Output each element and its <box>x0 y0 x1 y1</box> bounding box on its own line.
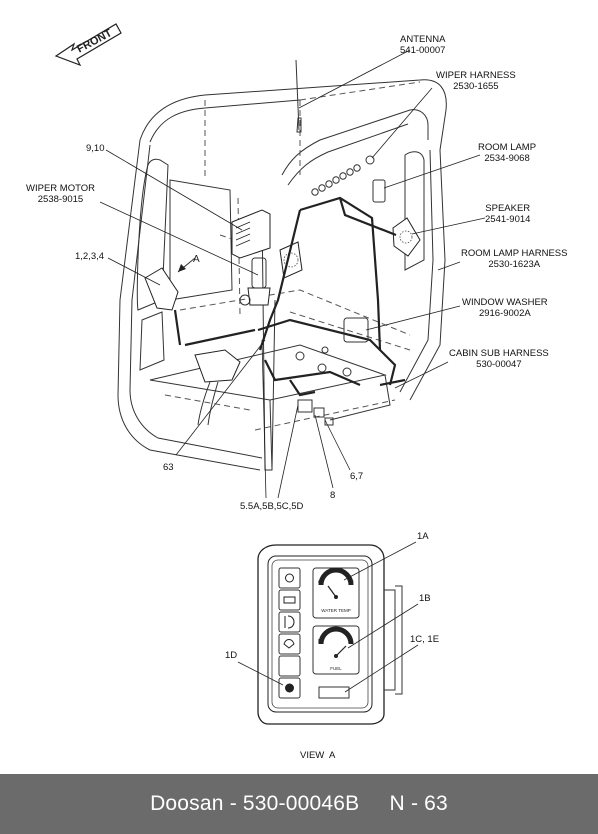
left-console <box>194 349 241 426</box>
page-footer: Doosan - 530-00046B N - 63 <box>0 774 598 834</box>
callout-1b: 1B <box>419 593 431 604</box>
hour-meter <box>318 686 350 699</box>
headlight-icon <box>284 615 295 629</box>
view-a-marker: A <box>193 254 200 265</box>
svg-text:C: C <box>318 580 322 586</box>
fuel-caption: FUEL <box>330 666 342 671</box>
callout-1a: 1A <box>417 531 429 542</box>
footer-page-number: N - 63 <box>389 792 448 815</box>
cabin-wiring-diagram: FRONT <box>54 23 486 725</box>
callout-item-8: 8 <box>330 490 336 501</box>
room-lamp <box>372 179 386 203</box>
floor-relays <box>295 346 352 426</box>
callout-item-9-10: 9,10 <box>86 143 105 154</box>
callout-item-6-7: 6,7 <box>350 471 364 482</box>
callout-1d: 1D <box>225 650 238 661</box>
callout-1c-1e: 1C, 1E <box>410 634 440 645</box>
oil-pressure-icon <box>285 573 294 583</box>
water-temp-caption: WATER TEMP <box>321 608 350 613</box>
leader-lines <box>99 49 486 499</box>
wiper-motor <box>231 209 271 306</box>
callout-item-5: 5.5A,5B,5C,5D <box>240 501 304 512</box>
svg-text:E: E <box>318 639 322 645</box>
cabin-harness <box>173 196 406 397</box>
callout-item-1-4: 1,2,3,4 <box>75 251 105 262</box>
diagram-canvas: FRONT <box>26 23 568 761</box>
instrument-panel-small <box>144 267 179 311</box>
footer-brand: Doosan <box>150 792 224 815</box>
cabin-shell <box>117 79 447 471</box>
window-washer <box>343 317 369 343</box>
preheat-icon <box>283 639 295 649</box>
svg-text:F: F <box>350 639 353 645</box>
front-arrow-icon: FRONT <box>54 23 122 67</box>
svg-text:H: H <box>350 580 354 586</box>
antenna <box>295 59 302 133</box>
wiper-harness <box>311 155 375 196</box>
lock-icon <box>285 683 294 693</box>
footer-doc-number: 530-00046B <box>242 792 360 815</box>
front-arrow-label: FRONT <box>75 27 114 56</box>
battery-icon <box>283 596 296 604</box>
view-a-arrow-icon: A <box>177 254 200 273</box>
callout-item-63: 63 <box>163 462 174 473</box>
speaker <box>392 217 421 257</box>
view-a-panel: C H WATER TEMP E F FUEL <box>237 541 419 725</box>
view-a-title: VIEW A <box>300 750 336 761</box>
fuel-gauge <box>312 625 360 675</box>
